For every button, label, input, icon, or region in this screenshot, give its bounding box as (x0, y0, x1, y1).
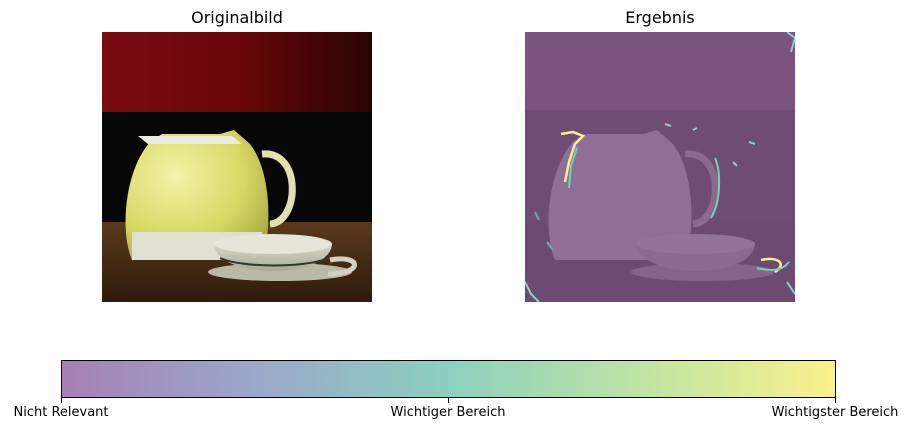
colorbar-tick-label-low: Nicht Relevant (13, 405, 109, 420)
original-image (102, 32, 372, 302)
colorbar (61, 360, 836, 398)
result-image (525, 32, 795, 302)
result-image-title: Ergebnis (625, 8, 695, 27)
original-image-title: Originalbild (191, 8, 283, 27)
colorbar-tick-label-high: Wichtigster Bereich (771, 405, 899, 420)
colorbar-tick-mark-0 (61, 398, 62, 403)
colorbar-tick-mark-1 (448, 398, 449, 403)
colorbar-tick-mark-2 (835, 398, 836, 403)
colorbar-tick-label-mid: Wichtiger Bereich (390, 405, 506, 420)
